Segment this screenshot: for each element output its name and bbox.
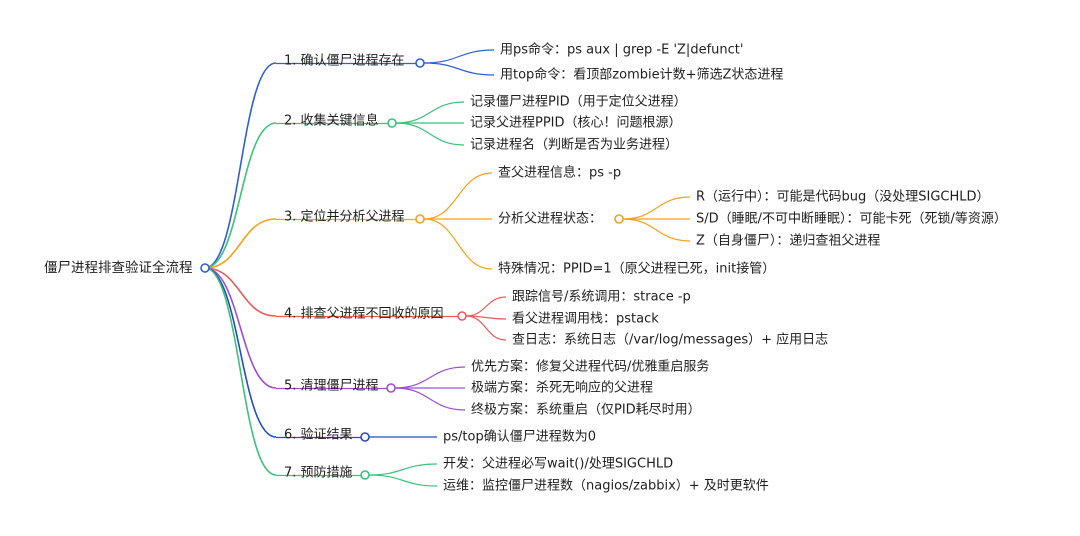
branch-2-child-3-connector (395, 122, 465, 146)
branch-3-child-1-connector (423, 172, 493, 220)
branch-7-child-2-label: 运维：监控僵尸进程数（nagios/zabbix）+ 及时更软件 (443, 479, 769, 494)
branch-1-child-2-label: 用top命令：看顶部zombie计数+筛选Z状态进程 (500, 67, 783, 83)
branch-3-child-2-sub-1-connector (622, 196, 691, 220)
branch-3-child-2-sub-2-label: S/D（睡眠/不可中断睡眠）：可能卡死（死锁/等资源） (696, 211, 1007, 227)
branch-4-label: 4. 排查父进程不回收的原因 (284, 306, 444, 322)
branch-3-label: 3. 定位并分析父进程 (284, 210, 405, 225)
branch-5-collapse-toggle[interactable] (386, 383, 396, 393)
branch-6-collapse-toggle[interactable] (360, 432, 370, 442)
branch-7-child-1-connector (368, 463, 438, 476)
branch-2-connector (204, 122, 277, 269)
branch-5-child-3-connector (394, 387, 466, 411)
branch-4-child-1-connector (465, 296, 507, 317)
branch-1-collapse-toggle[interactable] (415, 58, 425, 68)
branch-1-child-1-connector (423, 49, 495, 64)
branch-7-label: 7. 预防措施 (284, 465, 353, 481)
branch-6-label: 6. 验证结果 (284, 427, 353, 443)
branch-2-collapse-toggle[interactable] (387, 118, 397, 128)
branch-3-collapse-toggle[interactable] (415, 214, 425, 224)
branch-3-child-2-sub-1-label: R（运行中）：可能是代码bug（没处理SIGCHLD） (696, 190, 990, 205)
branch-3-child-1-label: 查父进程信息：ps -p (498, 165, 621, 181)
branch-7-connector (204, 267, 277, 476)
branch-6-child-1-label: ps/top确认僵尸进程数为0 (443, 430, 596, 445)
branch-3-child-3-label: 特殊情况：PPID=1（原父进程已死，init接管） (498, 261, 775, 277)
branch-2-child-3-label: 记录进程名（判断是否为业务进程） (470, 137, 678, 153)
branch-2-child-1-label: 记录僵尸进程PID（用于定位父进程） (470, 95, 687, 110)
branch-3-child-3-connector (423, 218, 493, 270)
branch-2-label: 2. 收集关键信息 (284, 113, 379, 129)
branch-3-child-2-sub-3-label: Z（自身僵尸）：递归查祖父进程 (696, 233, 880, 249)
branch-4-child-2-label: 看父进程调用栈：pstack (512, 311, 659, 327)
branch-3-child-2-collapse-toggle[interactable] (614, 214, 624, 224)
branch-4-collapse-toggle[interactable] (457, 311, 467, 321)
branch-7-child-1-label: 开发：父进程必写wait()/处理SIGCHLD (443, 456, 673, 472)
branch-3-connector (204, 218, 277, 269)
branch-7-collapse-toggle[interactable] (360, 470, 370, 480)
root-collapse-toggle[interactable] (200, 263, 210, 273)
branch-3-child-2-sub-3-connector (622, 218, 691, 242)
branch-4-child-1-label: 跟踪信号/系统调用：strace -p (512, 290, 691, 305)
branch-5-label: 5. 清理僵尸进程 (284, 379, 379, 394)
branch-3-child-2-label: 分析父进程状态： (498, 212, 602, 227)
branch-4-child-3-connector (465, 315, 507, 341)
branch-7-child-2-connector (368, 474, 438, 487)
root-node-label: 僵尸进程排查验证全流程 (44, 259, 193, 276)
branch-2-child-2-label: 记录父进程PPID（核心！问题根源） (470, 116, 682, 131)
branch-4-child-3-label: 查日志：系统日志（/var/log/messages）+ 应用日志 (512, 332, 828, 348)
branch-5-child-3-label: 终极方案：系统重启（仅PID耗尽时用） (471, 402, 701, 418)
branch-2-child-1-connector (395, 101, 465, 124)
branch-5-connector (204, 267, 277, 389)
branch-1-child-2-connector (423, 62, 495, 76)
branch-1-child-1-label: 用ps命令：ps aux | grep -E 'Z|defunct' (500, 42, 743, 58)
branch-4-connector (204, 267, 277, 317)
branch-6-connector (204, 267, 277, 438)
branch-5-child-1-label: 优先方案：修复父进程代码/优雅重启服务 (471, 359, 709, 375)
branch-1-connector (204, 62, 277, 269)
branch-5-child-2-label: 极端方案：杀死无响应的父进程 (471, 380, 653, 396)
branch-1-label: 1. 确认僵尸进程存在 (284, 54, 405, 69)
branch-5-child-1-connector (394, 366, 466, 389)
